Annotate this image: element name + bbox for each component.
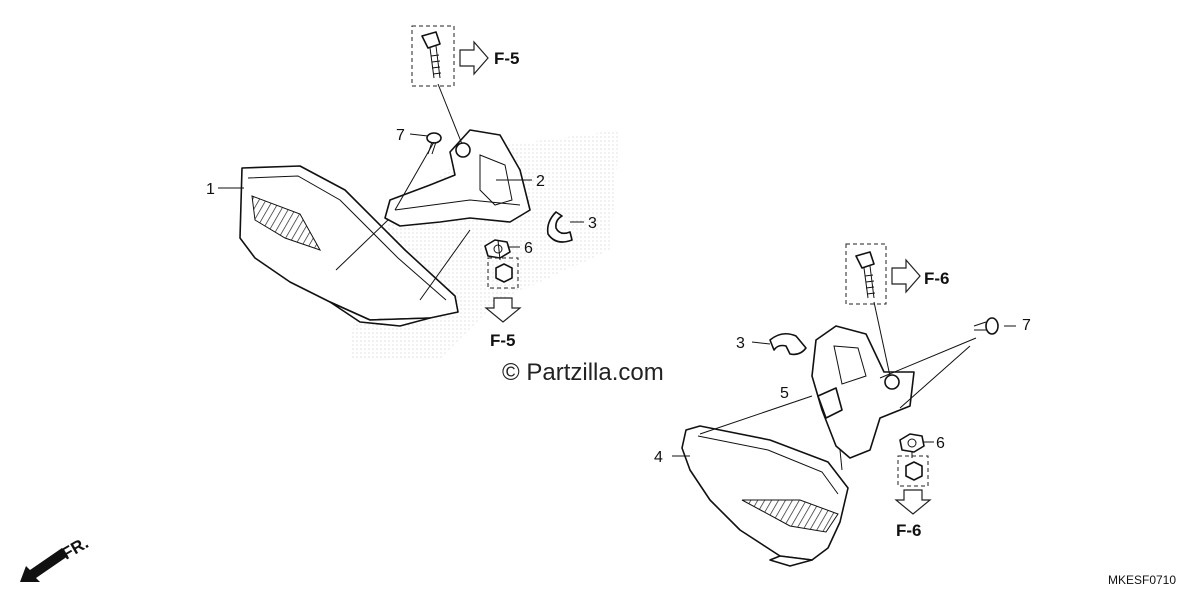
part-2-left-bracket[interactable] xyxy=(384,129,531,227)
right-bottom-nut-group xyxy=(894,452,932,515)
f6-bottom-arrow-icon xyxy=(894,489,932,515)
ref-f6-top: F-6 xyxy=(924,269,950,288)
right-top-bolt-group xyxy=(845,243,921,377)
part-6-left-nut[interactable] xyxy=(484,239,511,259)
callout-5: 5 xyxy=(780,385,789,402)
left-assembly xyxy=(218,25,584,327)
callout-6-right: 6 xyxy=(936,435,945,452)
part-3-right-clip[interactable] xyxy=(769,332,807,356)
callout-3-left: 3 xyxy=(588,215,597,232)
front-direction-indicator: FR. xyxy=(20,533,92,582)
callout-7-left: 7 xyxy=(396,127,405,144)
callout-3-right: 3 xyxy=(736,335,745,352)
callout-labels: 1 2 3 6 7 3 4 5 6 7 xyxy=(206,127,1031,466)
watermark: © Partzilla.com xyxy=(502,359,664,386)
callout-4: 4 xyxy=(654,449,663,466)
part-3-left-clip[interactable] xyxy=(546,211,573,243)
f6-top-arrow-icon xyxy=(891,258,921,294)
callout-2: 2 xyxy=(536,173,545,190)
f5-top-arrow-icon xyxy=(459,40,489,76)
f5-bottom-arrow-icon xyxy=(484,297,522,323)
part-1-left-turn-signal[interactable] xyxy=(239,165,459,327)
diagram-code: MKESF0710 xyxy=(1108,573,1176,587)
right-assembly xyxy=(672,243,1016,567)
reference-labels: F-5 F-5 F-6 F-6 xyxy=(490,49,950,540)
callout-6-left: 6 xyxy=(524,240,533,257)
part-7-right-screw[interactable] xyxy=(973,317,999,335)
callout-1: 1 xyxy=(206,181,215,198)
ref-f5-bottom: F-5 xyxy=(490,331,516,350)
front-arrow-icon xyxy=(20,548,68,582)
part-4-right-turn-signal[interactable] xyxy=(681,425,849,567)
ref-f6-bottom: F-6 xyxy=(896,521,922,540)
part-6-right-nut[interactable] xyxy=(899,433,925,453)
callout-7-right: 7 xyxy=(1022,317,1031,334)
ref-f5-top: F-5 xyxy=(494,49,520,68)
left-bottom-nut-group xyxy=(484,239,522,323)
left-top-bolt-group xyxy=(411,25,489,145)
part-5-right-bracket[interactable] xyxy=(811,325,915,459)
